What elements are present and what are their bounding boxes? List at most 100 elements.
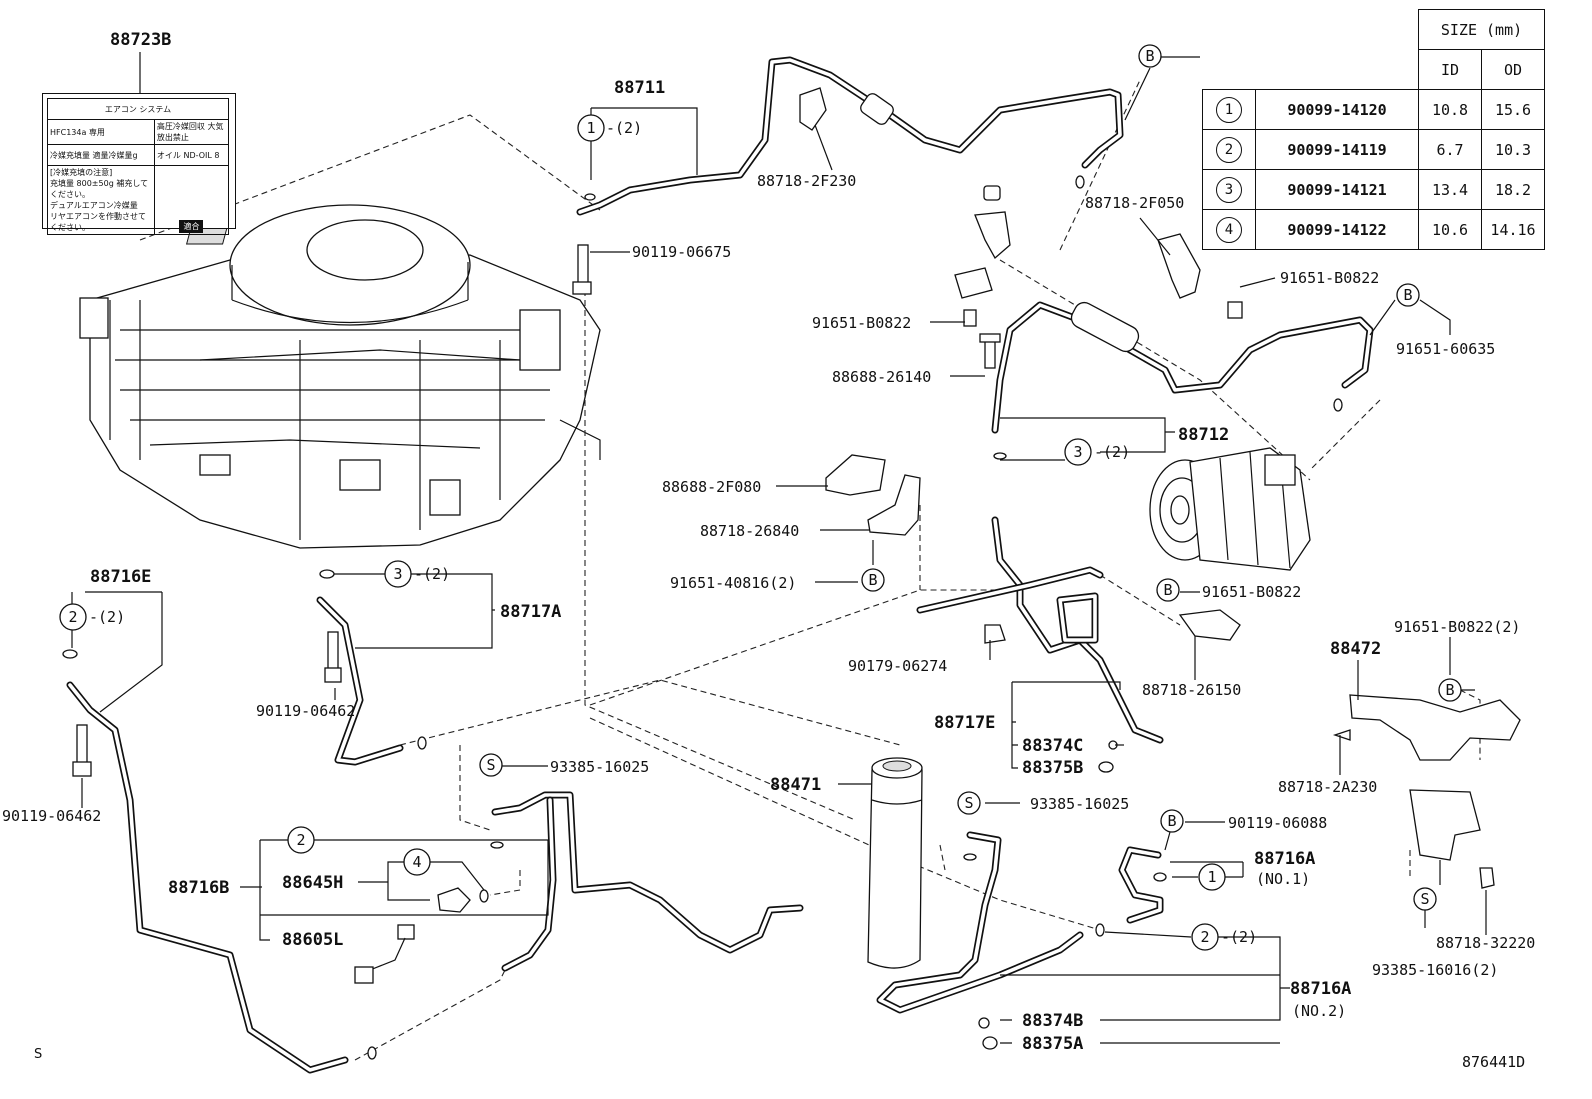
sticker-stamp: 適合 (179, 220, 204, 233)
marker-2-c (1191, 923, 1219, 951)
sticker-note-2: デュアルエアコン冷媒量 (50, 201, 138, 210)
row-od: 15.6 (1481, 89, 1545, 130)
label-88723B: 88723B (110, 30, 171, 50)
row-part: 90099-14120 (1255, 89, 1419, 130)
receiver-drier-drawing (867, 757, 923, 969)
label-88718-26840: 88718-26840 (700, 522, 799, 540)
label-90119-06462-a: 90119-06462 (256, 702, 355, 720)
marker-2-a (59, 603, 87, 631)
row-id: 6.7 (1418, 129, 1482, 170)
label-88716A: 88716A (1254, 849, 1315, 869)
table-row: 4 90099-14122 10.6 14.16 (1202, 209, 1545, 250)
svg-text:S: S (486, 756, 495, 774)
sticker-oil: オイル ND-OIL 8 (153, 144, 230, 166)
sticker-warning: 高圧冷媒回収 大気放出禁止 (153, 119, 230, 145)
marker-s-a (479, 753, 503, 777)
svg-text:2: 2 (296, 831, 305, 849)
size-col-id: ID (1418, 49, 1482, 90)
label-88717E: 88717E (934, 713, 995, 733)
label-90119-06088: 90119-06088 (1228, 814, 1327, 832)
leader-lines (71, 52, 1487, 1044)
label-88645H: 88645H (282, 873, 343, 893)
ref-markers: 1 B B 3 B 2 3 B B S S B 2 4 1 S 2 (59, 44, 1462, 951)
row-ref: 3 (1202, 169, 1256, 210)
label-88374B: 88374B (1022, 1011, 1083, 1031)
label-90119-06675: 90119-06675 (632, 243, 731, 261)
label-93385-16016: 93385-16016(2) (1372, 961, 1498, 979)
dashed-leaders (139, 79, 1481, 1061)
label-91651-60635-right: 91651-60635 (1396, 340, 1495, 358)
label-88718-2A230: 88718-2A230 (1278, 778, 1377, 796)
size-table-blank-2 (1203, 50, 1419, 90)
svg-text:B: B (868, 571, 877, 589)
marker-4 (403, 848, 431, 876)
marker-b-e (1438, 678, 1462, 702)
diagram-id: 876441D (1462, 1053, 1525, 1071)
svg-text:B: B (1403, 286, 1412, 304)
svg-text:3: 3 (393, 565, 402, 583)
label-88375A: 88375A (1022, 1034, 1083, 1054)
label-88688-26140: 88688-26140 (832, 368, 931, 386)
label-93385-16025-a: 93385-16025 (550, 758, 649, 776)
sticker-note-3: リヤエアコンを作動させてください。 (50, 212, 146, 232)
sticker-note-1: 充填量 800±50g 補充してください。 (50, 179, 149, 199)
svg-text:B: B (1145, 47, 1154, 65)
marker-b-c (861, 568, 885, 592)
corner-mark: S (34, 1047, 42, 1062)
compressor-drawing (1149, 447, 1311, 571)
label-no1: (NO.1) (1256, 870, 1310, 888)
sticker-refrigerant: HFC134a 専用 (47, 119, 155, 145)
row-part: 90099-14122 (1255, 209, 1419, 250)
svg-text:4: 4 (412, 853, 421, 871)
size-col-od: OD (1481, 49, 1545, 90)
label-88374C: 88374C (1022, 736, 1083, 756)
label-88711: 88711 (614, 78, 665, 98)
marker-1-b (1198, 863, 1226, 891)
svg-text:1: 1 (1207, 868, 1216, 886)
label-88716B: 88716B (168, 878, 229, 898)
qty-3-a: -(2) (1094, 443, 1130, 461)
svg-text:3: 3 (1073, 443, 1082, 461)
svg-text:1: 1 (586, 119, 595, 137)
label-91651-B0822-mid: 91651-B0822 (812, 314, 911, 332)
label-91651-B0822-lower: 91651-B0822 (1202, 583, 1301, 601)
svg-text:B: B (1445, 681, 1454, 699)
label-88718-2F230: 88718-2F230 (757, 172, 856, 190)
label-93385-16025-b: 93385-16025 (1030, 795, 1129, 813)
label-88472: 88472 (1330, 639, 1381, 659)
part-labels: 88723B 88711 -(2) 88718-2F230 91651-6063… (2, 30, 1535, 1071)
label-90119-06462-b: 90119-06462 (2, 807, 101, 825)
label-no2: (NO.2) (1292, 1002, 1346, 1020)
row-ref: 1 (1202, 89, 1256, 130)
marker-b-b (1396, 283, 1420, 307)
svg-text:B: B (1167, 812, 1176, 830)
label-88688-2F080: 88688-2F080 (662, 478, 761, 496)
svg-text:S: S (964, 794, 973, 812)
row-part: 90099-14119 (1255, 129, 1419, 170)
svg-text:2: 2 (68, 608, 77, 626)
marker-s-b (957, 791, 981, 815)
marker-3-b (384, 560, 412, 588)
label-88375B: 88375B (1022, 758, 1083, 778)
svg-text:S: S (1420, 890, 1429, 908)
table-row: 3 90099-14121 13.4 18.2 (1202, 169, 1545, 210)
qty-3-b: -(2) (414, 565, 450, 583)
label-88712: 88712 (1178, 425, 1229, 445)
marker-3-a (1064, 438, 1092, 466)
row-od: 10.3 (1481, 129, 1545, 170)
svg-text:2: 2 (1200, 928, 1209, 946)
row-ref: 2 (1202, 129, 1256, 170)
marker-b-d (1156, 578, 1180, 602)
oring-size-table: SIZE (mm) ID OD 1 90099-14120 10.8 15.6 … (1202, 9, 1545, 250)
row-od: 18.2 (1481, 169, 1545, 210)
table-row: 1 90099-14120 10.8 15.6 (1202, 89, 1545, 130)
ac-caution-label: エアコン システム HFC134a 専用 高圧冷媒回収 大気放出禁止 冷媒充填量… (42, 93, 236, 235)
label-90179-06274: 90179-06274 (848, 657, 947, 675)
size-table-header: SIZE (mm) (1418, 9, 1545, 50)
marker-2-b (287, 826, 315, 854)
row-id: 13.4 (1418, 169, 1482, 210)
label-88471: 88471 (770, 775, 821, 795)
label-88605L: 88605L (282, 930, 343, 950)
label-88718-2F050: 88718-2F050 (1085, 194, 1184, 212)
